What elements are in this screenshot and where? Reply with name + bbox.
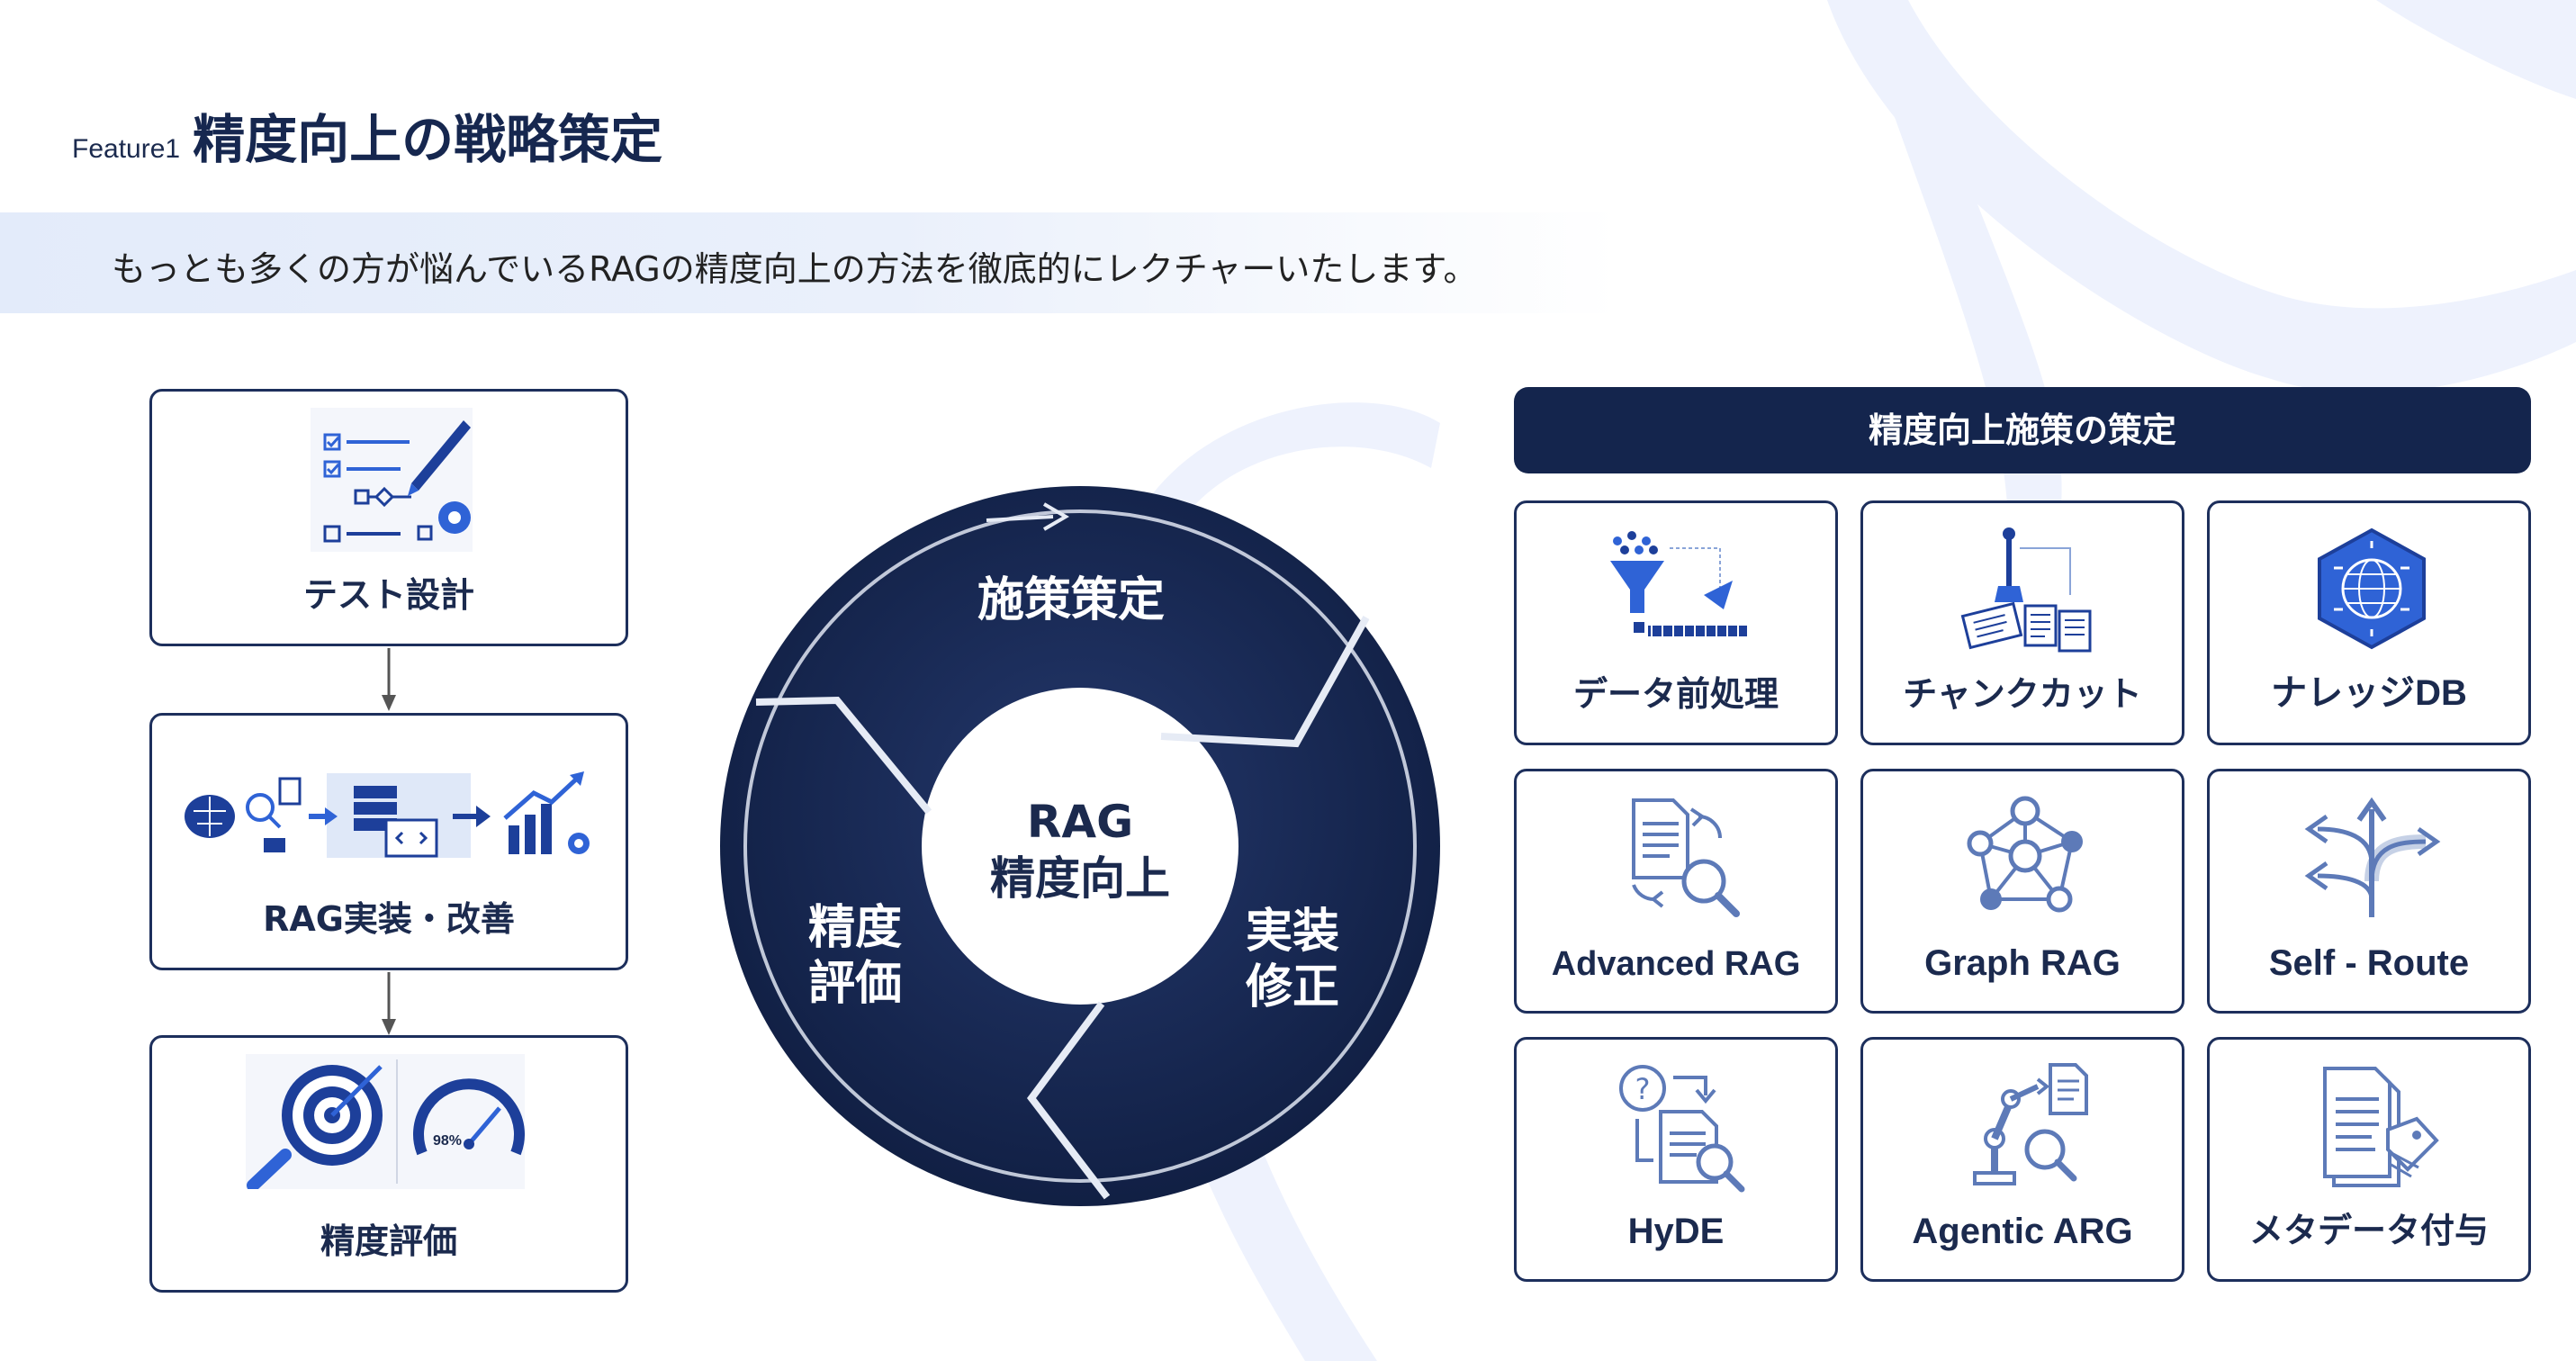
- tech-label: チャンクカット: [1903, 674, 2142, 714]
- cycle-center-line: 精度向上: [990, 852, 1170, 905]
- tech-label: メタデータ付与: [2248, 1211, 2489, 1250]
- process-step-label: 精度評価: [320, 1221, 457, 1261]
- hyde-icon: ?: [1619, 1065, 1745, 1193]
- tech-card-agentic-arg: Agentic ARG: [1860, 1037, 2184, 1282]
- gauge-value: 98%: [433, 1133, 463, 1149]
- tech-card-chunk-cut: チャンクカット: [1860, 500, 2184, 745]
- process-step-rag-implementation: RAG実装・改善: [149, 713, 628, 970]
- svg-text:?: ?: [1635, 1072, 1651, 1106]
- tech-card-metadata: メタデータ付与: [2207, 1037, 2531, 1282]
- tech-card-hyde: ? HyDE: [1514, 1037, 1838, 1282]
- graph-rag-icon: [1967, 796, 2083, 913]
- cycle-segment-evaluation: 精度 評価: [807, 901, 902, 1012]
- tech-card-advanced-rag: Advanced RAG: [1514, 769, 1838, 1014]
- cycle-center-line: RAG: [1026, 796, 1134, 848]
- cycle-segment-implementation: 実装 修正: [1245, 905, 1339, 1015]
- tech-label: Agentic ARG: [1912, 1212, 2133, 1251]
- knowledge-db-icon: [2318, 527, 2426, 650]
- process-step-test-design: テスト設計: [149, 389, 628, 646]
- page-title: 精度向上の戦略策定: [193, 109, 663, 170]
- strategies-panel-title: 精度向上施策の策定: [1514, 387, 2531, 473]
- tech-label: Advanced RAG: [1551, 945, 1801, 983]
- subtitle: もっとも多くの方が悩んでいるRAGの精度向上の方法を徹底的にレクチャーいたします…: [112, 249, 1478, 289]
- improvement-cycle-diagram: [720, 486, 1440, 1206]
- tech-card-self-route: Self - Route: [2207, 769, 2531, 1014]
- tech-card-graph-rag: Graph RAG: [1860, 769, 2184, 1014]
- tech-label: HyDE: [1627, 1212, 1725, 1251]
- metadata-icon: [2323, 1067, 2439, 1187]
- page-header: Feature1 精度向上の戦略策定: [72, 97, 662, 173]
- process-step-label: RAG実装・改善: [263, 899, 515, 939]
- rag-implementation-icon: [185, 771, 590, 858]
- tech-label: ナレッジDB: [2271, 673, 2467, 713]
- test-design-icon: [311, 408, 473, 552]
- chunk-cut-icon: [1960, 527, 2092, 653]
- process-step-accuracy-evaluation: 98% 精度評価: [149, 1035, 628, 1293]
- data-preprocessing-icon: [1610, 531, 1747, 636]
- accuracy-evaluation-icon: [246, 1054, 525, 1189]
- cycle-center-label: RAG 精度向上: [941, 794, 1220, 906]
- down-arrow-icon: [382, 648, 396, 711]
- feature-number: Feature1: [72, 134, 181, 164]
- tech-card-knowledge-db: ナレッジDB: [2207, 500, 2531, 745]
- advanced-rag-icon: [1632, 798, 1740, 917]
- agentic-arg-icon: [1973, 1063, 2088, 1185]
- process-step-label: テスト設計: [302, 575, 474, 615]
- tech-label: Self - Route: [2268, 943, 2470, 983]
- subtitle-band: [0, 212, 1620, 313]
- tech-card-data-preprocessing: データ前処理: [1514, 500, 1838, 745]
- tech-label: Graph RAG: [1924, 943, 2121, 983]
- down-arrow-icon: [382, 972, 396, 1035]
- self-route-icon: [2304, 797, 2441, 917]
- cycle-segment-strategy: 施策策定: [977, 573, 1165, 627]
- tech-label: データ前処理: [1572, 674, 1779, 714]
